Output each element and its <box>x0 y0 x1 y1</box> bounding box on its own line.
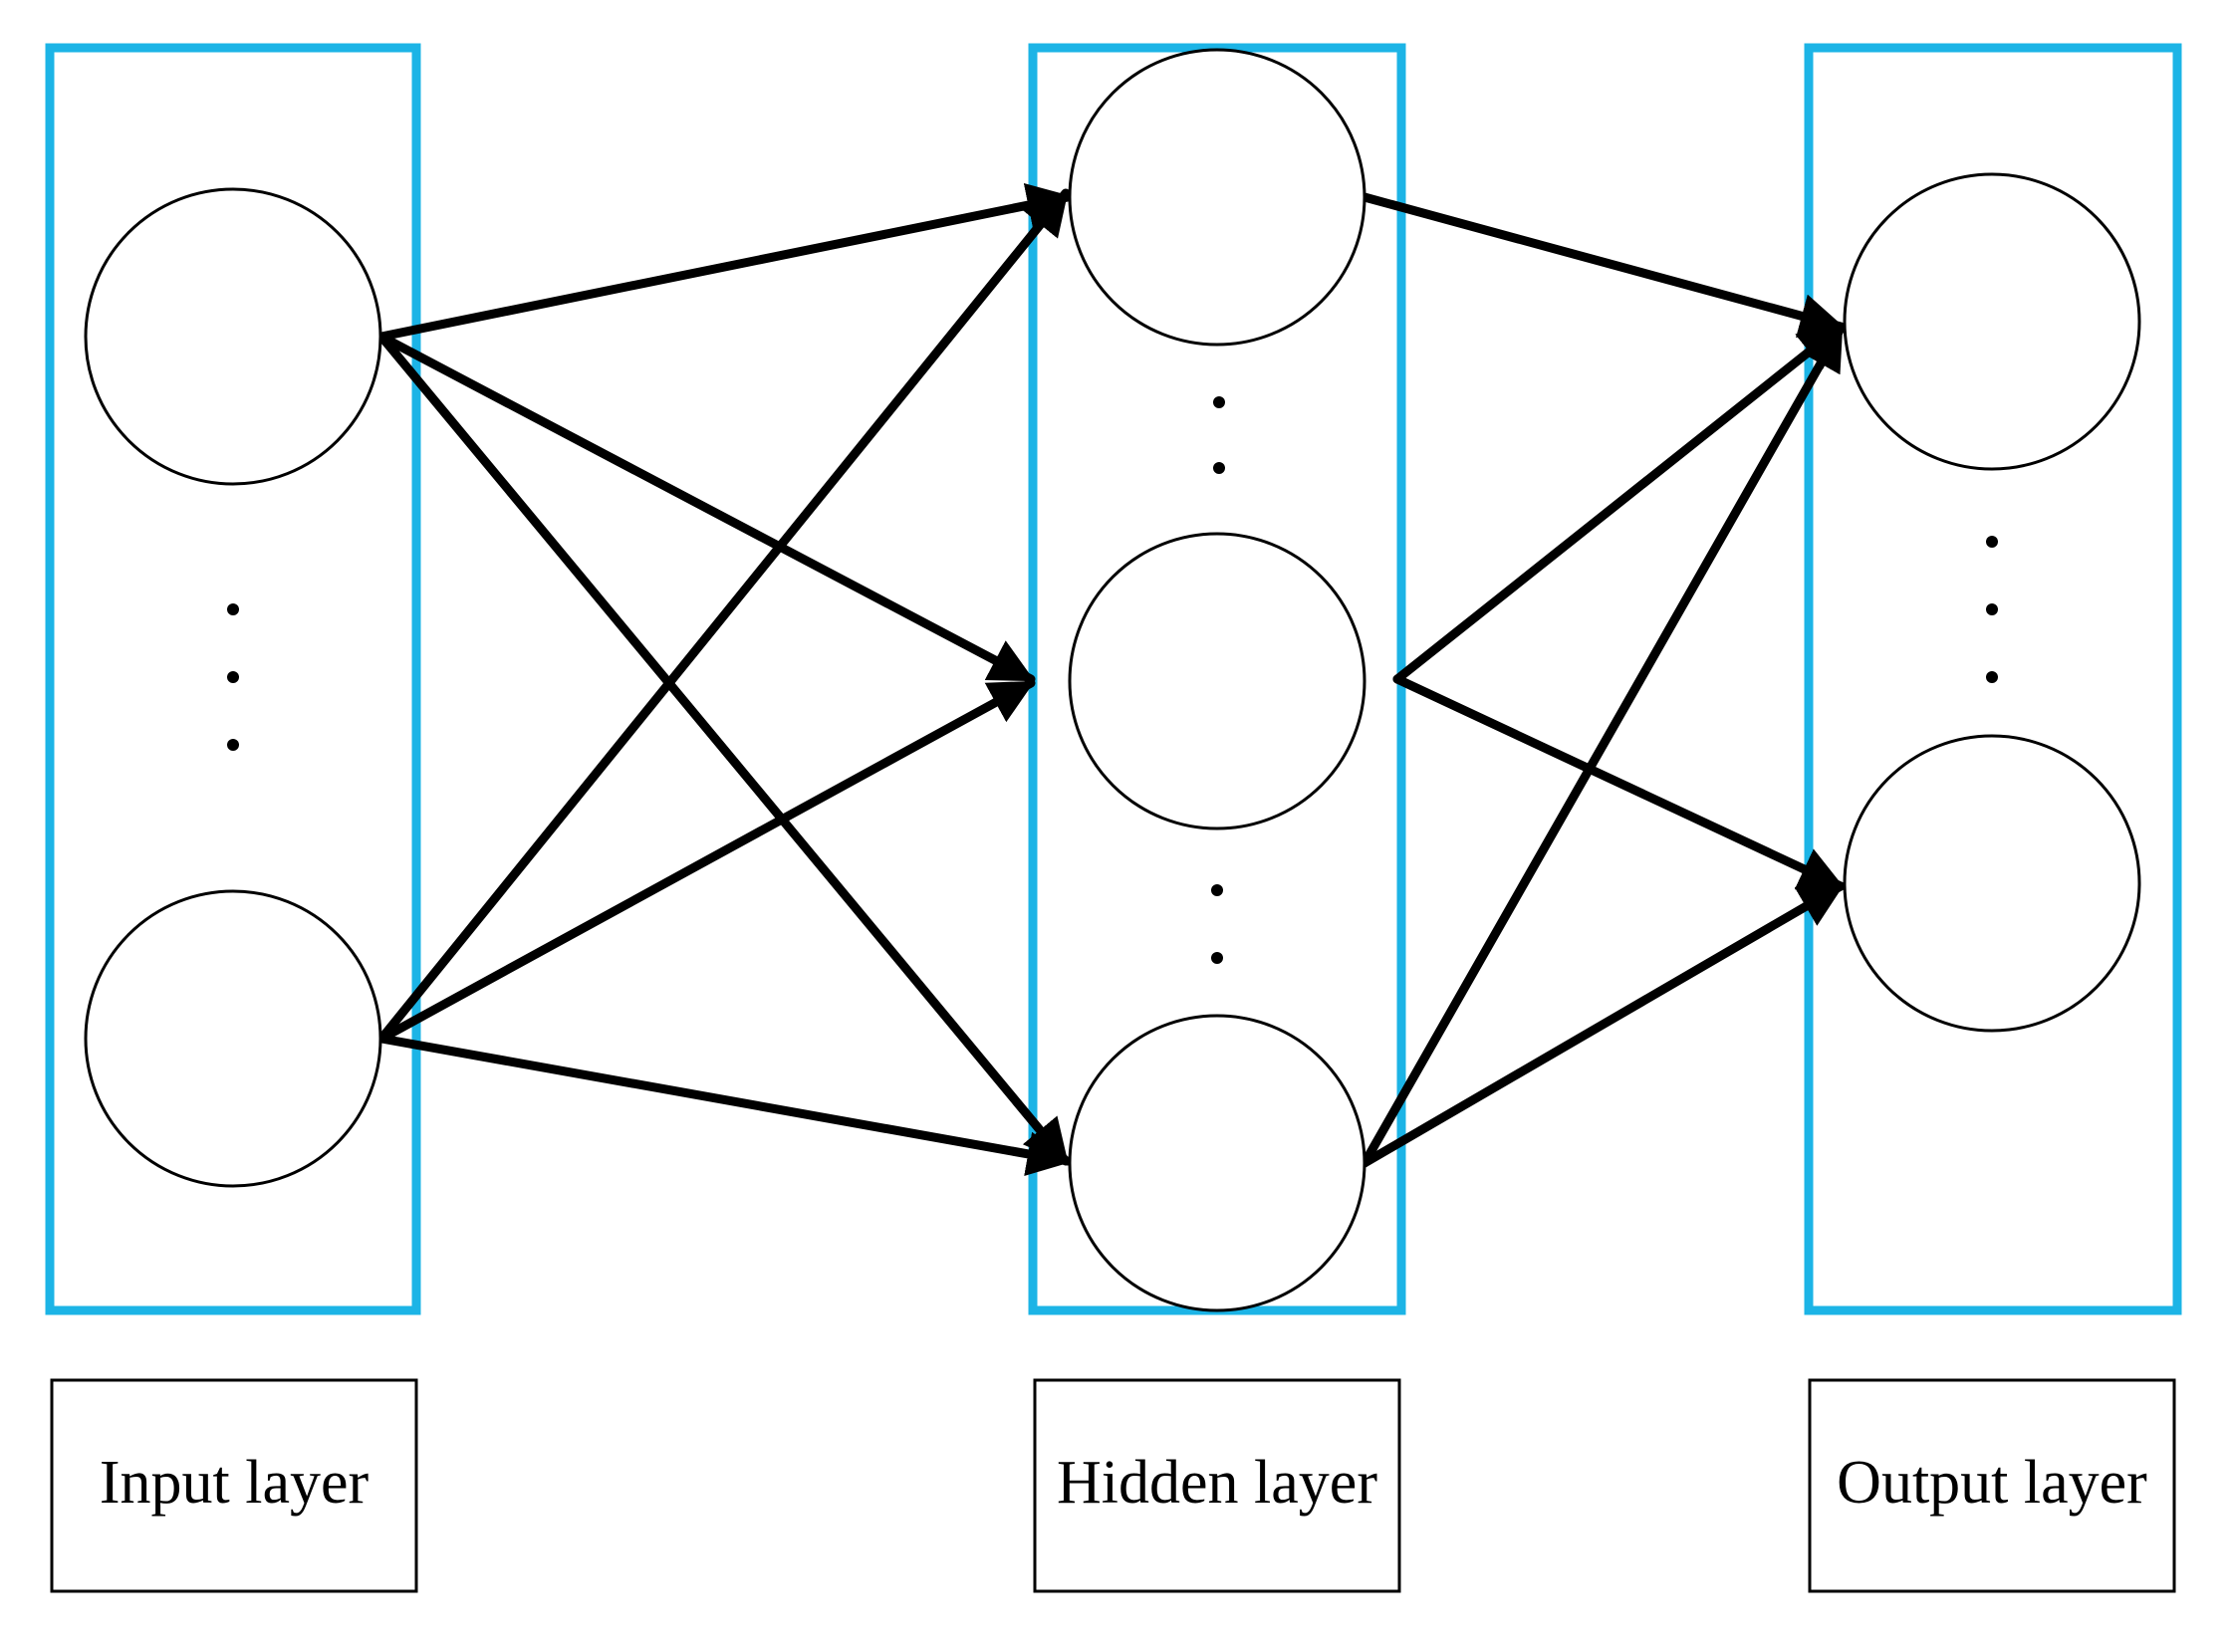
hidden-neuron-2 <box>1068 532 1366 830</box>
input-layer-label: Input layer <box>100 1449 370 1517</box>
edge-input2-hidden1 <box>376 188 1071 1044</box>
input-layer-label-box: Input layer <box>50 1378 418 1593</box>
edge-hidden3-output2 <box>1360 881 1846 1168</box>
edge-input1-hidden3 <box>376 332 1071 1166</box>
input-to-hidden-edges <box>376 183 1073 1177</box>
output-layer-label-box: Output layer <box>1808 1378 2176 1593</box>
input-ellipsis <box>227 603 239 751</box>
edge-input1-hidden1 <box>376 183 1073 342</box>
hidden-layer-label-box: Hidden layer <box>1033 1378 1401 1593</box>
edge-input2-hidden2 <box>376 678 1036 1044</box>
output-neuron-2 <box>1843 734 2141 1033</box>
hidden-layer-label: Hidden layer <box>1057 1449 1377 1517</box>
edge-hidden2-output1 <box>1392 322 1846 684</box>
output-ellipsis <box>1986 536 1998 683</box>
hidden-neuron-3 <box>1068 1014 1366 1312</box>
hidden-to-output-edges <box>1360 192 1846 1168</box>
edge-input2-hidden3 <box>376 1034 1073 1177</box>
edge-input1-hidden2 <box>376 332 1036 684</box>
input-neuron-1 <box>84 187 382 486</box>
edge-hidden2-output2 <box>1392 674 1846 891</box>
hidden-neuron-1 <box>1068 48 1366 347</box>
input-neuron-2 <box>84 889 382 1188</box>
input-layer-box <box>45 43 421 1315</box>
edge-hidden3-output1 <box>1360 324 1846 1168</box>
output-layer-label: Output layer <box>1837 1449 2147 1517</box>
hidden-ellipsis-upper <box>1213 396 1225 474</box>
output-layer-box <box>1804 43 2182 1315</box>
hidden-ellipsis-lower <box>1211 884 1223 964</box>
output-neuron-1 <box>1843 172 2141 471</box>
edge-hidden1-output1 <box>1360 192 1846 339</box>
